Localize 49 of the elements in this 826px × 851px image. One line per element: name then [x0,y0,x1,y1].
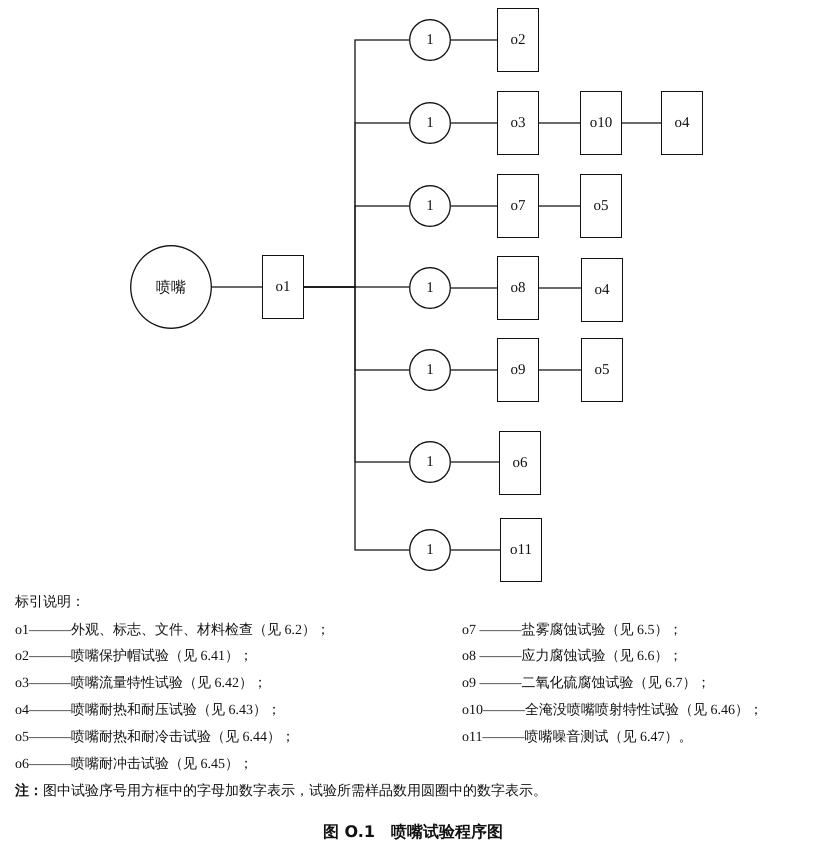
connector-line [539,287,581,289]
key-entry: o8 ———应力腐蚀试验（见 6.6）； [462,647,682,665]
key-heading: 标引说明： [15,594,85,611]
key-entry: o7 ———盐雾腐蚀试验（见 6.5）； [462,621,682,639]
sample-count-circle: 1 [409,102,451,144]
connector-line [451,39,497,41]
sample-count-circle: 1 [409,529,451,571]
test-box: o10 [580,91,622,155]
key-entry: o3———喷嘴流量特性试验（见 6.42）； [15,674,267,692]
connector-line [451,369,497,371]
sample-count-circle: 1 [409,185,451,227]
connector-line [451,549,500,551]
connector-line [451,122,497,124]
key-entry: o10———全淹没喷嘴喷射特性试验（见 6.46）； [462,702,763,719]
test-box: o9 [497,338,539,402]
test-box: o6 [499,431,541,495]
sample-count-circle: 1 [409,441,451,483]
test-box: o4 [661,91,703,155]
test-box: o5 [580,174,622,238]
connector-line [451,287,497,289]
key-entry: o6———喷嘴耐冲击试验（见 6.45）； [15,756,253,773]
figure-caption: 图 O.1 喷嘴试验程序图 [322,822,504,843]
test-box: o3 [497,91,539,155]
connector-line [622,122,661,124]
connector-line [451,461,499,463]
connector-line [539,205,580,207]
connector-line [212,286,262,288]
sample-count-circle: 1 [409,349,451,391]
key-entry: o5———喷嘴耐热和耐冷击试验（见 6.44）； [15,728,295,746]
test-box: o1 [262,255,304,319]
sample-count-circle: 1 [409,19,451,61]
connector-line [451,205,497,207]
test-box: o5 [581,338,623,402]
test-box: o11 [500,518,542,582]
sample-count-circle: 1 [409,267,451,309]
connector-line [539,122,580,124]
test-box: o7 [497,174,539,238]
key-entry: o4———喷嘴耐热和耐压试验（见 6.43）； [15,702,281,719]
test-box: o4 [581,258,623,322]
note-text: 注：图中试验序号用方框中的字母加数字表示，试验所需样品数用圆圈中的数字表示。 [15,782,547,800]
test-box: o2 [497,8,539,72]
key-entry: o1———外观、标志、文件、材料检查（见 6.2）； [15,621,330,639]
connector-line [539,369,581,371]
connector-line [304,286,409,551]
nozzle-circle: 喷嘴 [130,245,212,329]
test-box: o8 [497,256,539,320]
key-entry: o9 ———二氧化硫腐蚀试验（见 6.7）； [462,674,710,692]
key-entry: o2———喷嘴保护帽试验（见 6.41）； [15,647,253,665]
key-entry: o11———喷嘴噪音测试（见 6.47）。 [462,728,692,746]
